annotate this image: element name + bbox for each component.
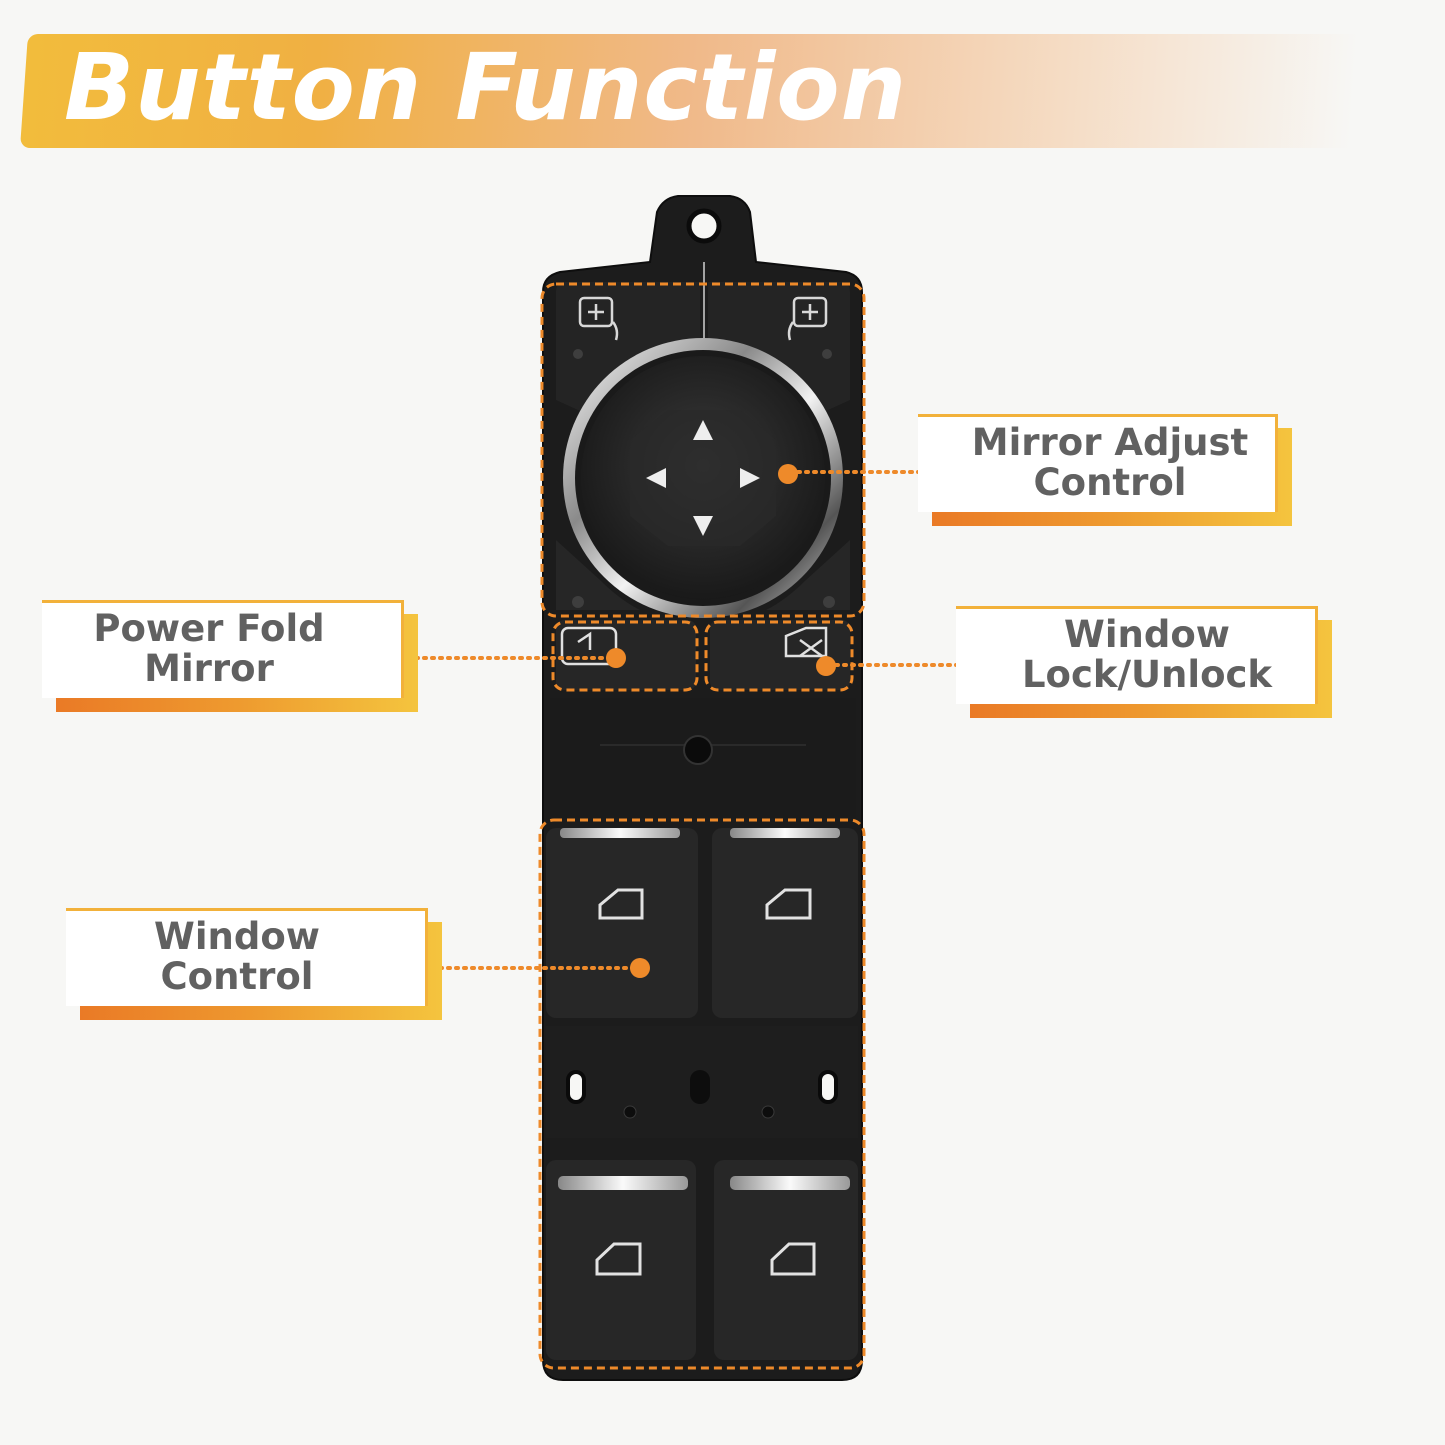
- direction-arrows-icon: [646, 420, 760, 536]
- mount-hole: [686, 208, 722, 244]
- callout-line: Mirror Adjust: [971, 421, 1249, 464]
- window-button-rear-right[interactable]: [714, 1160, 858, 1360]
- callout-window-lock: Window Lock/Unlock: [956, 606, 1332, 718]
- window-icon: [770, 1242, 816, 1276]
- window-lock-button[interactable]: [710, 620, 850, 690]
- mirror-left-select-button[interactable]: [556, 282, 700, 420]
- power-fold-icon: [560, 626, 618, 666]
- window-button-front-left[interactable]: [546, 828, 698, 1018]
- window-icon: [595, 1242, 642, 1276]
- window-lock-highlight: [704, 620, 854, 692]
- callout-power-fold: Power Fold Mirror: [42, 600, 418, 712]
- callout-line: Mirror: [144, 647, 274, 690]
- window-button-rear-left[interactable]: [546, 1160, 696, 1360]
- callout-line: Control: [1033, 461, 1187, 504]
- callout-line: Lock/Unlock: [1021, 653, 1273, 696]
- window-icon: [598, 888, 644, 920]
- window-control-marker: [630, 958, 650, 978]
- mirror-adjust-highlight: [540, 282, 866, 618]
- mirror-select-right-icon: [787, 296, 828, 341]
- power-fold-marker: [606, 648, 626, 668]
- window-lock-icon: [784, 626, 828, 658]
- callout-line: Control: [160, 955, 314, 998]
- mirror-right-select-button[interactable]: [708, 282, 850, 420]
- window-button-front-right[interactable]: [712, 828, 858, 1018]
- callout-line: Window: [154, 915, 320, 958]
- window-icon: [765, 888, 812, 920]
- callout-line: Window: [1064, 613, 1230, 656]
- window-lock-marker: [816, 656, 836, 676]
- mirror-select-left-icon: [578, 296, 619, 341]
- power-fold-highlight: [551, 620, 699, 692]
- mirror-adjust-marker: [778, 464, 798, 484]
- page-title: Button Function: [64, 34, 908, 141]
- window-control-highlight: [538, 818, 866, 1370]
- callout-window-control: Window Control: [66, 908, 442, 1020]
- callout-mirror-adjust: Mirror Adjust Control: [918, 414, 1292, 526]
- callout-line: Power Fold: [93, 607, 325, 650]
- power-fold-button[interactable]: [556, 620, 696, 690]
